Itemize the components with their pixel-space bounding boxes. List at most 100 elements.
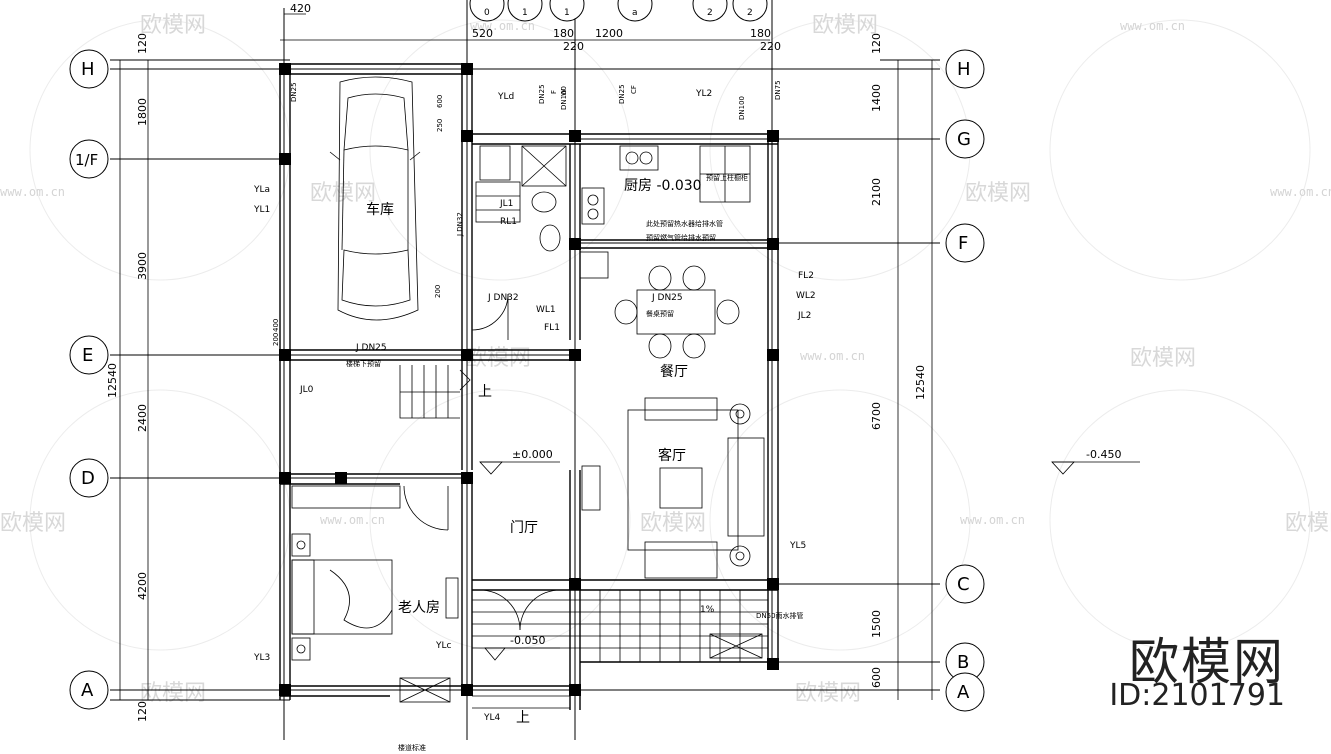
doors-and-porch xyxy=(399,293,768,709)
dim-600-small: 600 xyxy=(436,95,444,108)
pipe-jl2: JL2 xyxy=(797,311,811,321)
pipe-j-dn32-b: J DN32 xyxy=(456,212,464,237)
dim-200: 200 xyxy=(434,285,442,298)
dim-2400: 2400 xyxy=(136,404,149,432)
dim-250: 250 xyxy=(436,119,444,132)
pipe-dn25-a: DN25 xyxy=(290,82,298,102)
pipe-j-dn25-b: J DN25 xyxy=(355,343,387,353)
watermark-url: www.om.cn xyxy=(800,349,865,363)
room-labels: 车库 厨房 -0.030 餐厅 客厅 门厅 老人房 上 上 xyxy=(366,178,702,726)
bedroom-furniture xyxy=(291,485,459,661)
pipe-yld: YLd xyxy=(497,92,514,102)
axis-label-top-1b: 1 xyxy=(564,8,570,18)
dim-4200: 4200 xyxy=(136,572,149,600)
watermark-url: www.om.cn xyxy=(0,185,65,199)
stair-up-label-2: 上 xyxy=(516,710,530,726)
axis-label-top-2b: 2 xyxy=(747,8,753,18)
room-foyer: 门厅 xyxy=(510,520,538,536)
dim-420: 420 xyxy=(290,2,311,15)
pipe-yl1: YL1 xyxy=(253,205,270,215)
watermark-text: 欧模网 xyxy=(795,681,861,706)
axis-label-top-a: a xyxy=(632,8,638,18)
axis-bubbles-right: H G F C B A xyxy=(945,49,985,712)
watermark-text: 欧模网 xyxy=(140,13,206,38)
dim-2100: 2100 xyxy=(870,178,883,206)
watermark-text: 欧模网 xyxy=(1285,511,1331,536)
pipe-jl1: JL1 xyxy=(499,199,513,209)
dim-1200: 1200 xyxy=(595,27,623,40)
elevation-markers: ±0.000 -0.450 -0.050 xyxy=(479,448,1140,661)
kitchen-fixtures xyxy=(581,145,751,225)
watermark-url: www.om.cn xyxy=(960,513,1025,527)
note-water-heater: 此处预留热水器给排水管 xyxy=(646,219,723,228)
dim-520: 520 xyxy=(472,27,493,40)
dimension-lines xyxy=(119,0,933,740)
pipe-rl1: RL1 xyxy=(500,217,517,227)
walls xyxy=(279,63,779,710)
living-room-furniture xyxy=(627,397,765,579)
axis-bubbles-top: 0 1 1 a 2 2 xyxy=(469,0,768,22)
pipe-slope: 1% xyxy=(700,605,715,615)
watermark-text: 欧模网 xyxy=(0,511,66,536)
watermark-text: 欧模网 xyxy=(640,511,706,536)
axis-label-a-right: A xyxy=(957,682,970,703)
room-elder: 老人房 xyxy=(398,600,440,616)
pipe-j-dn25-a: J DN25 xyxy=(651,293,683,303)
pipe-dn75: DN75 xyxy=(774,80,782,100)
elevation-porch: -0.050 xyxy=(510,634,545,647)
axis-label-h: H xyxy=(81,59,95,80)
room-dining: 餐厅 xyxy=(660,364,688,380)
brand-logo-text: 欧模网 xyxy=(1129,633,1285,691)
watermark-url: www.om.cn xyxy=(470,19,535,33)
pipe-w: W xyxy=(560,89,568,96)
dining-table xyxy=(614,265,740,359)
dim-400: 400 xyxy=(272,319,280,332)
pipe-jl0: JL0 xyxy=(299,385,314,395)
watermark-url: www.om.cn xyxy=(1120,19,1185,33)
pipe-fl1: FL1 xyxy=(544,323,560,333)
axis-label-top-1: 1 xyxy=(522,8,528,18)
room-kitchen: 厨房 -0.030 xyxy=(624,178,702,194)
bathroom-fixtures xyxy=(475,145,609,279)
horizontal-grid-lines xyxy=(110,59,940,701)
stair-up-label: 上 xyxy=(478,384,492,400)
axis-label-top-2: 2 xyxy=(707,8,713,18)
watermark-layer: 欧模网 欧模网 欧模网 欧模网 欧模网 欧模网 欧模网 欧模网 欧模网 欧模网 … xyxy=(0,13,1331,706)
pipe-yl4: YL4 xyxy=(483,713,501,723)
axis-label-d: D xyxy=(81,468,95,489)
dim-220b: 220 xyxy=(760,40,781,53)
dim-180b: 180 xyxy=(750,27,771,40)
staircase xyxy=(399,365,471,419)
axis-label-g: G xyxy=(957,129,971,150)
room-garage: 车库 xyxy=(366,201,394,218)
dim-1400: 1400 xyxy=(870,84,883,112)
dim-12540-left: 12540 xyxy=(106,363,119,398)
dim-120-top: 120 xyxy=(136,33,149,54)
axis-label-1f: 1/F xyxy=(75,151,98,169)
note-gas: 预留燃气管给排水预留 xyxy=(646,233,716,242)
note-kitchen-cabinet: 预留上柱橱柜 xyxy=(706,173,748,182)
dim-220: 220 xyxy=(563,40,584,53)
pipe-cf: CF xyxy=(630,85,638,94)
axis-label-b: B xyxy=(957,652,969,673)
pipe-yl3: YL3 xyxy=(253,653,270,663)
watermark-text: 欧模网 xyxy=(1130,346,1196,371)
elevation-outside: -0.450 xyxy=(1086,448,1121,461)
pipe-labels: YLd YL2 YLa YL1 FL2 WL2 JL2 WL1 FL1 JL1 … xyxy=(253,80,816,752)
axis-label-h-right: H xyxy=(957,59,971,80)
watermark-url: www.om.cn xyxy=(1270,185,1331,199)
pipe-j-dn32-a: J DN32 xyxy=(487,293,519,303)
dim-3900: 3900 xyxy=(136,252,149,280)
dim-120-right: 120 xyxy=(870,33,883,54)
dim-180: 180 xyxy=(553,27,574,40)
note-under-stair: 楼梯下预留 xyxy=(346,359,381,368)
pipe-fl2: FL2 xyxy=(798,271,814,281)
car-symbol xyxy=(329,76,421,321)
pipe-yla: YLa xyxy=(253,185,270,195)
pipe-ylc: YLc xyxy=(435,641,452,651)
pipe-f: F xyxy=(550,90,558,94)
dim-120-bottom: 120 xyxy=(136,701,149,722)
dim-200-b: 200 xyxy=(272,333,280,346)
pipe-dn25-c: DN25 xyxy=(618,84,626,104)
